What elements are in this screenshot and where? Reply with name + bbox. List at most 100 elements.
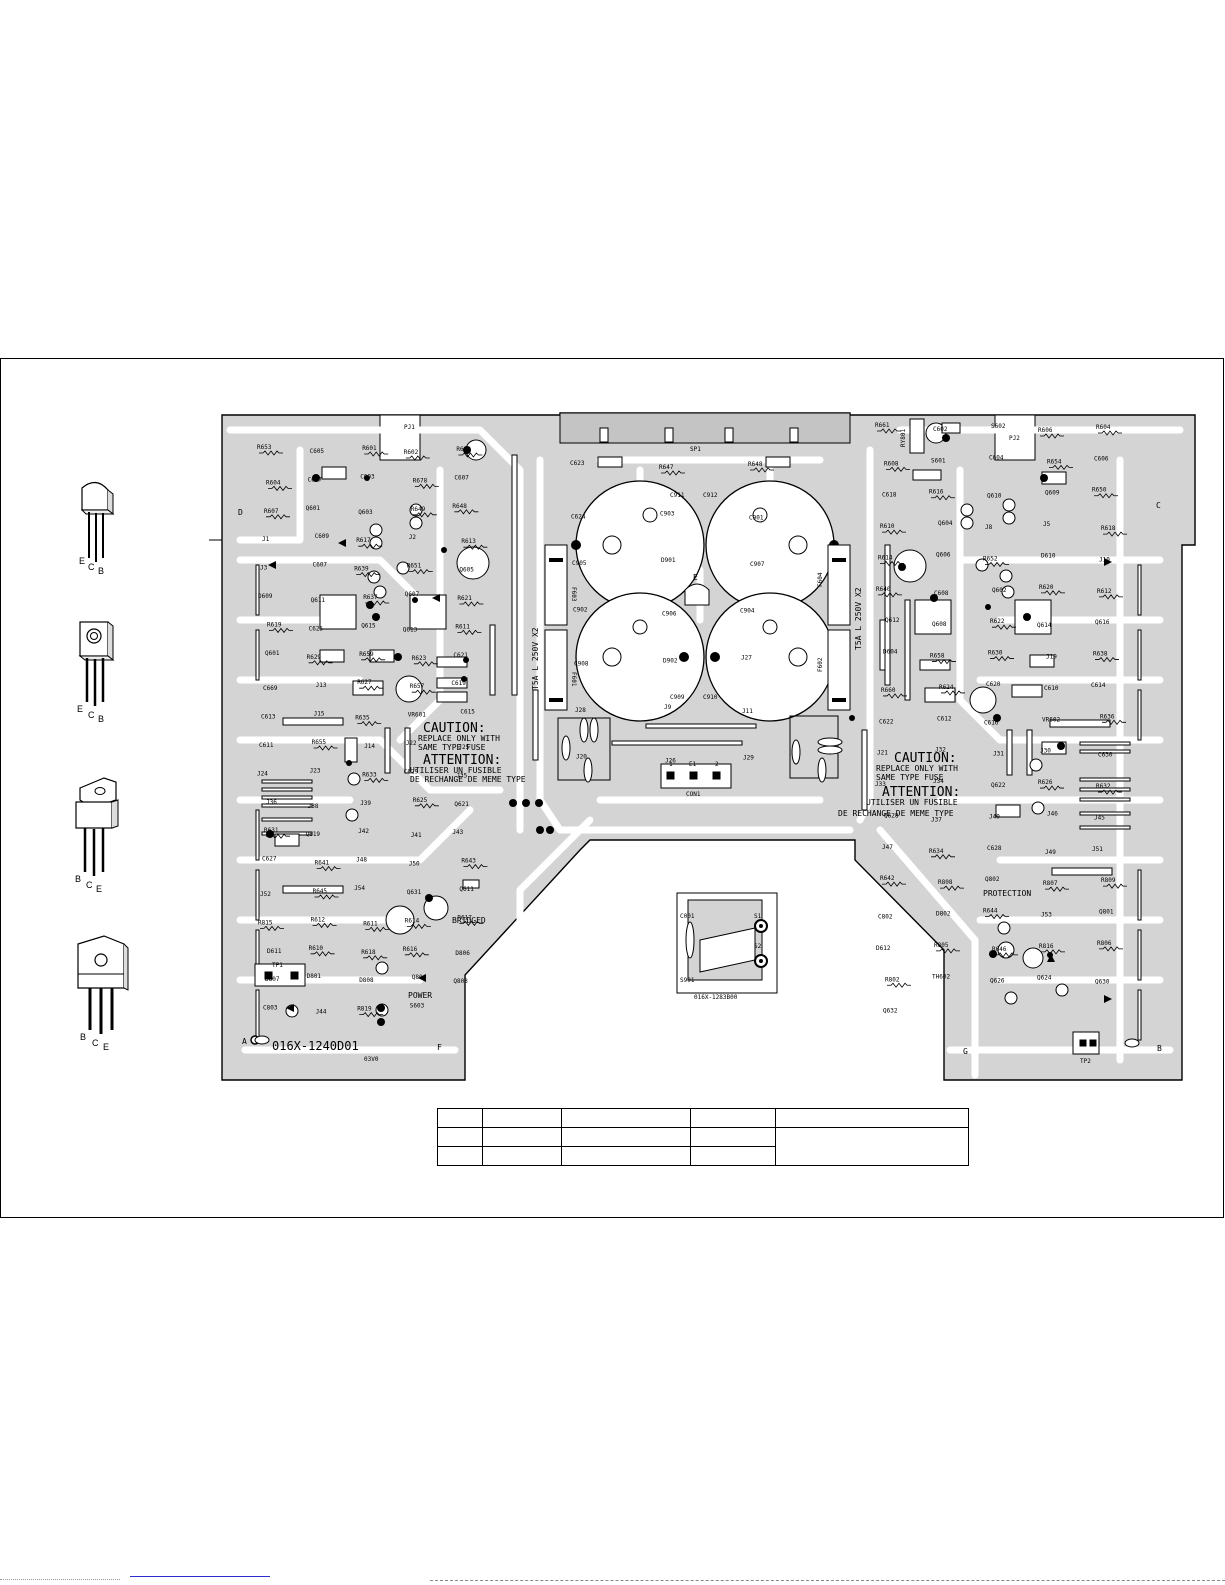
component-ref-r654: R654 (1047, 458, 1062, 465)
component-ref-j39: J39 (360, 800, 371, 807)
resistor-symbol (454, 509, 479, 515)
component-ref-r636: R636 (1100, 713, 1115, 720)
caution-left: CAUTION: REPLACE ONLY WITH SAME TYPE FUS… (410, 721, 526, 784)
component-ref-j1: J1 (262, 536, 270, 543)
component-ref-c614: C614 (1091, 682, 1106, 689)
component-ref-j42: J42 (358, 828, 369, 835)
component-ref-q801: Q801 (1099, 909, 1114, 916)
con1-pin-1: 1 (669, 761, 673, 768)
component-ref-r627: R627 (357, 679, 372, 686)
component-ref-r643: R643 (461, 858, 476, 865)
fuse-f604 (827, 544, 851, 626)
component-ref-r631: R631 (264, 827, 279, 834)
component-ref-r805: R805 (934, 942, 949, 949)
component-ref-r638: R638 (1093, 651, 1108, 658)
component-ref-q606: Q606 (936, 551, 951, 558)
component-ref-r629: R629 (307, 654, 322, 661)
component-ref-r648: R648 (748, 461, 763, 468)
component-ref-q607: Q607 (405, 591, 420, 598)
input-cap-boxes (557, 715, 843, 783)
resistor-symbol (266, 833, 290, 839)
corner-label-g: G (963, 1047, 968, 1056)
component-ref-q803: Q803 (453, 978, 468, 985)
component-ref-q619: Q619 (306, 831, 321, 838)
component-ref-r619: R619 (267, 621, 282, 628)
rev-cell (690, 1108, 776, 1128)
component-ref-c802: C802 (878, 914, 893, 921)
con1-label: CON1 (686, 791, 701, 798)
component-ref-c628: C628 (987, 845, 1002, 852)
resistor-symbol (364, 777, 389, 784)
component-ref-q628: Q628 (884, 812, 899, 819)
component-ref-c610: C610 (1044, 685, 1059, 692)
component-ref-s603: S603 (410, 1003, 425, 1010)
rev-cell (775, 1127, 969, 1166)
resistor-symbol (661, 470, 685, 476)
component-ref-q631: Q631 (407, 889, 422, 896)
component-ref-r637: R637 (363, 594, 378, 601)
component-ref-c609: C609 (315, 533, 330, 540)
component-ref-q624: Q624 (1037, 974, 1052, 981)
resistor-symbol (1040, 433, 1064, 439)
s1-label: S1 (754, 913, 762, 920)
revision-table (437, 1108, 969, 1166)
component-ref-r639: R639 (354, 566, 369, 573)
component-ref-j31: J31 (993, 751, 1004, 758)
resistor-symbol (883, 693, 907, 699)
component-ref-j13: J13 (316, 682, 327, 689)
resistor-symbol (406, 923, 431, 930)
resistor-symbol (985, 561, 1009, 568)
label-c910: C910 (703, 694, 718, 701)
footer-link[interactable] (130, 1576, 270, 1577)
component-ref-c902: C902 (573, 607, 588, 614)
label-f603: F603 (570, 587, 577, 602)
s2-label: S2 (754, 943, 762, 950)
component-ref-r658: R658 (930, 653, 945, 660)
resistor-symbol (463, 544, 488, 550)
component-ref-j8: J8 (985, 524, 993, 531)
resistor-symbol (985, 913, 1009, 920)
component-ref-c617: C617 (308, 476, 323, 483)
component-ref-j37: J37 (931, 816, 942, 823)
resistor-symbol (932, 658, 956, 665)
component-ref-d609: D609 (258, 593, 273, 600)
tp2-label: TP2 (1080, 1058, 1091, 1065)
component-ref-j26: J26 (665, 757, 676, 764)
component-ref-r614: R614 (405, 917, 420, 924)
component-ref-d806: D806 (455, 950, 470, 957)
resistor-symbol (1040, 785, 1064, 791)
component-ref-d611: D611 (267, 948, 282, 955)
component-ref-j45: J45 (1094, 814, 1105, 821)
component-ref-r653: R653 (257, 444, 272, 451)
rev-cell (437, 1108, 483, 1128)
resistor-symbol (1041, 590, 1065, 596)
component-ref-q603: Q603 (358, 509, 373, 516)
component-ref-th602: TH602 (932, 973, 950, 980)
component-ref-r647: R647 (659, 464, 674, 471)
component-ref-r802: R802 (885, 976, 900, 983)
component-ref-c627: C627 (262, 856, 277, 863)
resistor-symbol (458, 452, 483, 458)
component-ref-c613: C613 (261, 714, 276, 721)
caution-right: CAUTION: REPLACE ONLY WITH SAME TYPE FUS… (838, 751, 960, 818)
resistor-symbol (404, 952, 429, 958)
resistor-symbol (266, 514, 290, 520)
component-ref-c605: C605 (310, 448, 325, 455)
caution-right-title: CAUTION: (894, 751, 957, 766)
resistor-symbol (414, 803, 439, 809)
component-ref-c603: C603 (360, 473, 375, 480)
component-ref-vr601: VR601 (408, 712, 426, 719)
resistor-symbol (358, 543, 383, 549)
component-ref-d902: D902 (663, 657, 678, 664)
label-c912: C912 (703, 492, 718, 499)
component-ref-d604: D604 (883, 649, 898, 656)
component-ref-r604: R604 (1096, 424, 1111, 431)
resistor-symbol (941, 690, 965, 696)
label-f604: F604 (817, 572, 824, 587)
component-ref-r614: R614 (878, 554, 893, 561)
component-ref-j20: J20 (576, 753, 587, 760)
s901-label: S901 (680, 977, 695, 984)
corner-label-a: A (242, 1037, 247, 1046)
component-ref-r610: R610 (880, 523, 895, 530)
